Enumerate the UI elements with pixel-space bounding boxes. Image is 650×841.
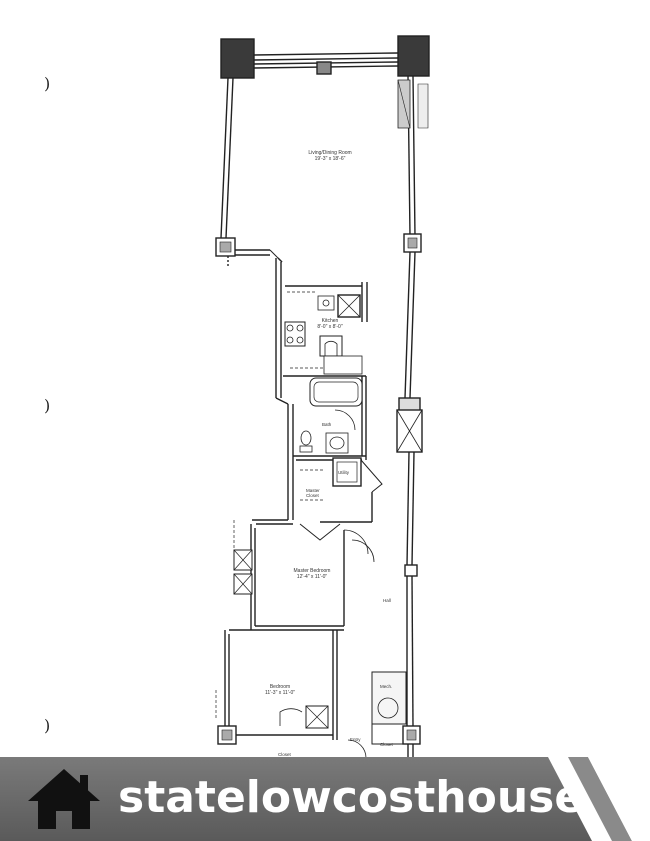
right-exterior-wall: [404, 251, 416, 760]
living-room-walls: [220, 75, 429, 239]
margin-mark-2: ): [44, 396, 51, 415]
hall-label: Hall: [383, 598, 391, 603]
kitchen: [284, 282, 368, 375]
bath: [283, 375, 367, 461]
kitchen-size: 8'-0" x 8'-0": [317, 324, 343, 330]
room-label-kitchen: Kitchen 8'-0" x 8'-0": [317, 318, 342, 330]
living-room-size: 19'-3" x 18'-6": [314, 156, 346, 162]
mech-label: Mech.: [380, 684, 393, 689]
bedroom-size: 11'-3" x 11'-0": [264, 690, 296, 696]
columns: [215, 233, 423, 745]
closet-label: Closet: [380, 742, 393, 747]
bath-label: Bath: [322, 422, 332, 427]
home-icon: [28, 769, 100, 829]
room-label-master-bedroom: Master Bedroom 12'-4" x 11'-0": [294, 568, 331, 580]
living-room-name: Living/Dining Room: [308, 150, 352, 156]
top-window-wall: [220, 35, 430, 79]
entry-label: Entry: [350, 737, 361, 742]
room-label-bedroom: Bedroom 11'-3" x 11'-0": [265, 684, 295, 696]
mech-entry: [347, 671, 407, 759]
kitchen-name: Kitchen: [321, 318, 339, 324]
master-bedroom-name: Master Bedroom: [293, 568, 331, 574]
master-closet-label: Master Closet: [306, 488, 320, 498]
master-bedroom: [233, 520, 375, 631]
master-bedroom-size: 12'-4" x 11'-0": [296, 574, 328, 580]
room-label-living: Living/Dining Room 19'-3" x 18'-6": [308, 150, 351, 162]
brand-banner: statelowcosthouse: [0, 757, 650, 841]
interior-walls: [227, 249, 294, 525]
utility-label: Utility: [338, 470, 349, 475]
closet2-label: Closet: [278, 752, 291, 757]
brand-name: statelowcosthouse: [118, 772, 585, 823]
bedroom: [215, 629, 338, 740]
utility-closet: [299, 457, 383, 555]
margin-mark-1: ): [44, 74, 51, 93]
margin-mark-3: ): [44, 716, 51, 735]
bedroom-name: Bedroom: [269, 684, 291, 690]
banner-background: [0, 757, 640, 841]
